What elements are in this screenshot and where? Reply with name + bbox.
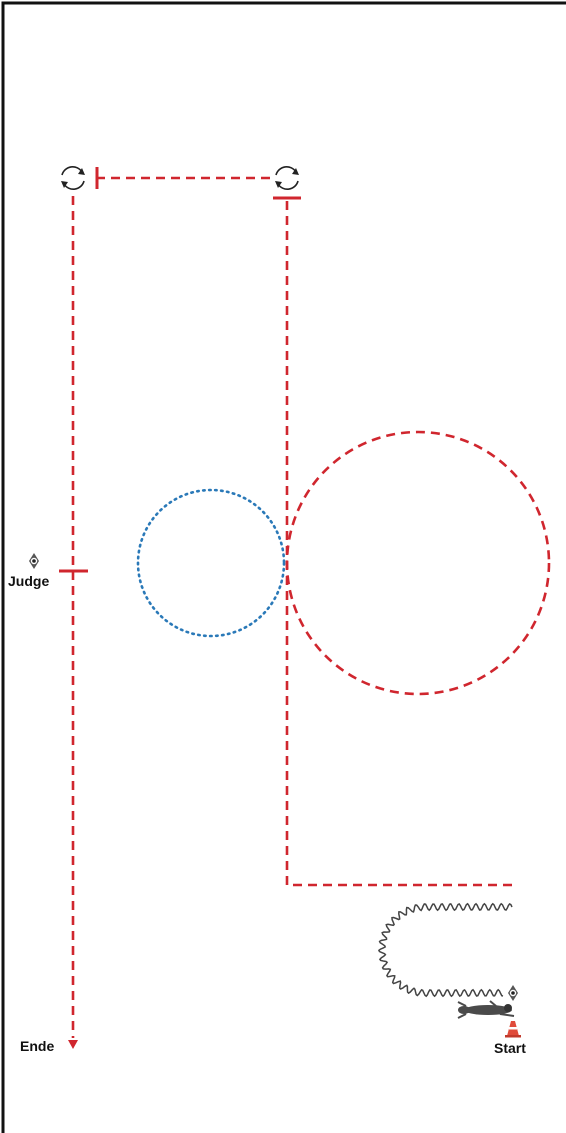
large-dashed-circle [287,432,549,694]
end-label: Ende [20,1038,54,1054]
judge-eye-icon [508,985,518,1001]
judge-label: Judge [8,573,49,589]
judge-eye-icon [29,553,39,569]
route-path [73,178,549,1038]
halt-markers [59,167,301,571]
small-dotted-circle [138,490,284,636]
arrow-down-icon [68,1040,78,1049]
handler-with-dog-icon [458,1001,514,1018]
leash-wave [379,904,512,996]
start-label: Start [494,1040,526,1056]
rotate-arrows-icon [61,167,85,189]
traffic-cone-icon [505,1021,521,1038]
route-segment-start [287,201,512,885]
rotate-arrows-icon [275,167,299,189]
